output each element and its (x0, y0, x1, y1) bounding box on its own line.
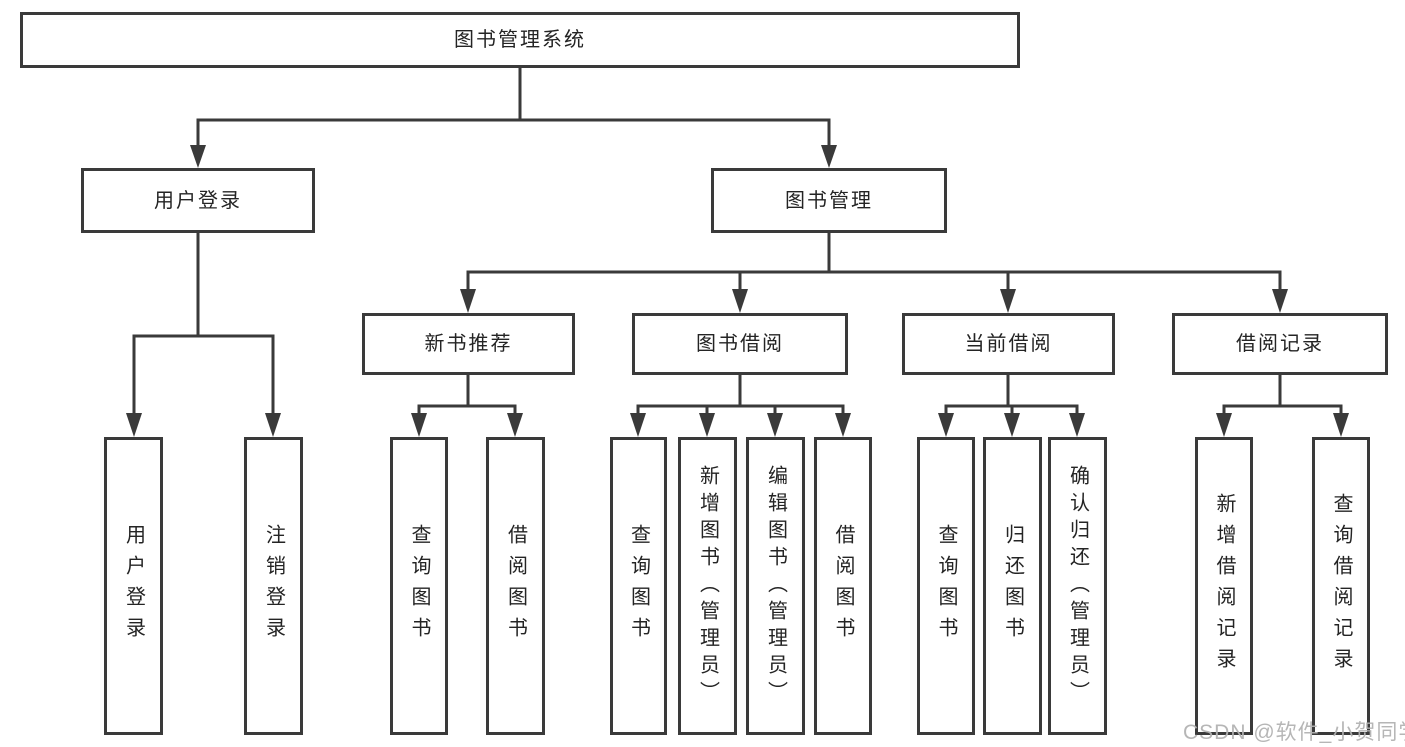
node-leaf-borrow-books-recommend: 借阅图书 (486, 437, 545, 735)
node-leaf-borrow-books: 借阅图书 (814, 437, 872, 735)
node-leaf-edit-book-admin: 编辑图书（管理员） (746, 437, 805, 735)
node-new-book-recommend: 新书推荐 (362, 313, 575, 375)
node-library-system: 图书管理系统 (20, 12, 1020, 68)
node-leaf-logout: 注销登录 (244, 437, 303, 735)
arrowheads (126, 145, 1349, 437)
node-user-login: 用户登录 (81, 168, 315, 233)
node-leaf-query-books-borrow: 查询图书 (610, 437, 667, 735)
node-leaf-query-borrow-record: 查询借阅记录 (1312, 437, 1370, 735)
node-book-borrow: 图书借阅 (632, 313, 848, 375)
node-leaf-return-books: 归还图书 (983, 437, 1042, 735)
node-leaf-add-book-admin: 新增图书（管理员） (678, 437, 737, 735)
node-leaf-user-login: 用户登录 (104, 437, 163, 735)
node-leaf-confirm-return-admin: 确认归还（管理员） (1048, 437, 1107, 735)
node-leaf-query-books-current: 查询图书 (917, 437, 975, 735)
node-book-management: 图书管理 (711, 168, 947, 233)
csdn-watermark: CSDN @软件_小贺同学 (1183, 721, 1405, 744)
node-current-borrow: 当前借阅 (902, 313, 1115, 375)
node-borrow-records: 借阅记录 (1172, 313, 1388, 375)
node-leaf-query-books-recommend: 查询图书 (390, 437, 448, 735)
node-leaf-add-borrow-record: 新增借阅记录 (1195, 437, 1253, 735)
